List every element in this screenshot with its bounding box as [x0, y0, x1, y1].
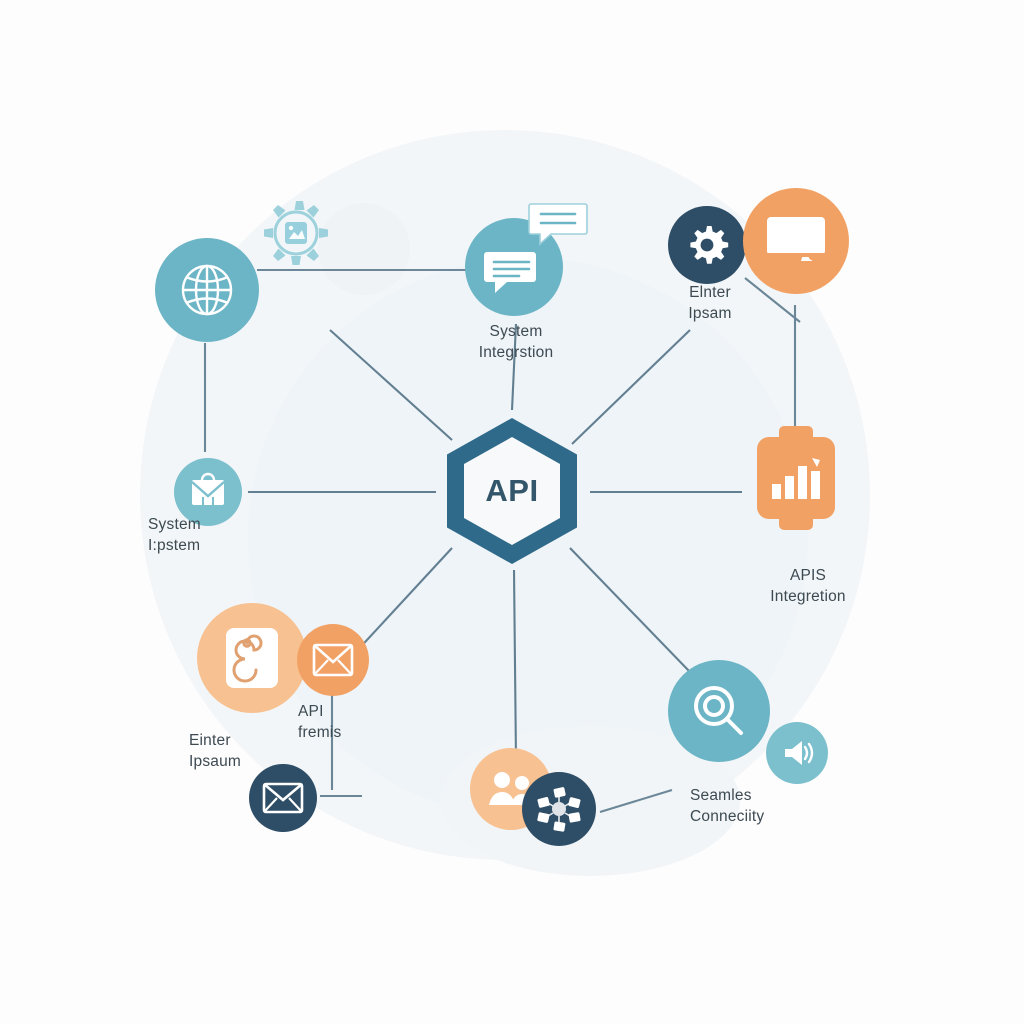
- chat-bubble-secondary-icon: [527, 203, 589, 249]
- document-swirl-icon[interactable]: [197, 603, 307, 713]
- speaker-megaphone-icon-glyph: [785, 741, 814, 765]
- briefcase-mail-icon-glyph: [191, 472, 225, 505]
- network-share-icon-glyph: [537, 787, 581, 832]
- gear-settings-icon-glyph: [264, 201, 328, 265]
- card-top-tab: [779, 426, 813, 440]
- node-label-apis-integration: APIS Integretion: [770, 567, 846, 605]
- connector-hub-to-search: [569, 547, 691, 673]
- connector-hub-to-users: [512, 569, 518, 761]
- globe-icon[interactable]: [155, 238, 259, 342]
- gear-icon-glyph: [690, 226, 729, 264]
- envelope-navy-icon-glyph: [262, 782, 304, 814]
- connector-hub-to-globe-diagonal: [329, 329, 453, 441]
- node-label-system-ipstem: System I:pstem: [148, 516, 201, 554]
- card-bottom-tab: [779, 516, 813, 530]
- envelope-icon[interactable]: [297, 624, 369, 696]
- bar-chart-card-icon[interactable]: [757, 437, 835, 519]
- seamless-line2: Conneciity: [690, 807, 765, 825]
- connector-users-to-search: [599, 788, 673, 814]
- node-label-api-fremis: API fremis: [298, 703, 342, 741]
- seamless-line1: Seamles: [690, 787, 752, 804]
- chat-bubble-secondary-glyph: [528, 203, 588, 246]
- bar-chart-card-icon-glyph: [772, 458, 820, 499]
- envelope-orange-icon-glyph: [312, 643, 354, 677]
- envelope-icon[interactable]: [249, 764, 317, 832]
- node-label-einter-ipsaum: Einter Ipsaum: [189, 732, 242, 770]
- connector-hub-to-gear: [571, 329, 691, 445]
- presentation-board-icon[interactable]: [743, 188, 849, 294]
- magnifier-icon-glyph: [694, 686, 743, 735]
- users-group-icon[interactable]: [470, 748, 552, 830]
- gear-settings-icon[interactable]: [255, 192, 337, 274]
- briefcase-mail-icon[interactable]: [174, 458, 242, 526]
- connector-hub-to-chat: [510, 323, 518, 411]
- magnifier-icon[interactable]: [668, 660, 770, 762]
- presentation-board-icon-glyph: [767, 217, 825, 261]
- connector-gear-to-presentation: [744, 277, 801, 323]
- gear-icon[interactable]: [668, 206, 746, 284]
- hub-label: API: [485, 473, 539, 508]
- api-hub-node[interactable]: API: [447, 418, 577, 564]
- speaker-megaphone-icon[interactable]: [766, 722, 828, 784]
- node-label-system-integration: System Integrstion: [478, 323, 554, 361]
- globe-icon-glyph: [181, 264, 233, 316]
- hexagon-inner-shape: [464, 437, 560, 545]
- network-share-icon[interactable]: [522, 772, 596, 846]
- chat-bubbles-icon-glyph: [484, 252, 536, 293]
- document-swirl-icon-glyph: [226, 628, 278, 688]
- node-label-enter-ipsam: Elnter Ipsam: [688, 284, 732, 322]
